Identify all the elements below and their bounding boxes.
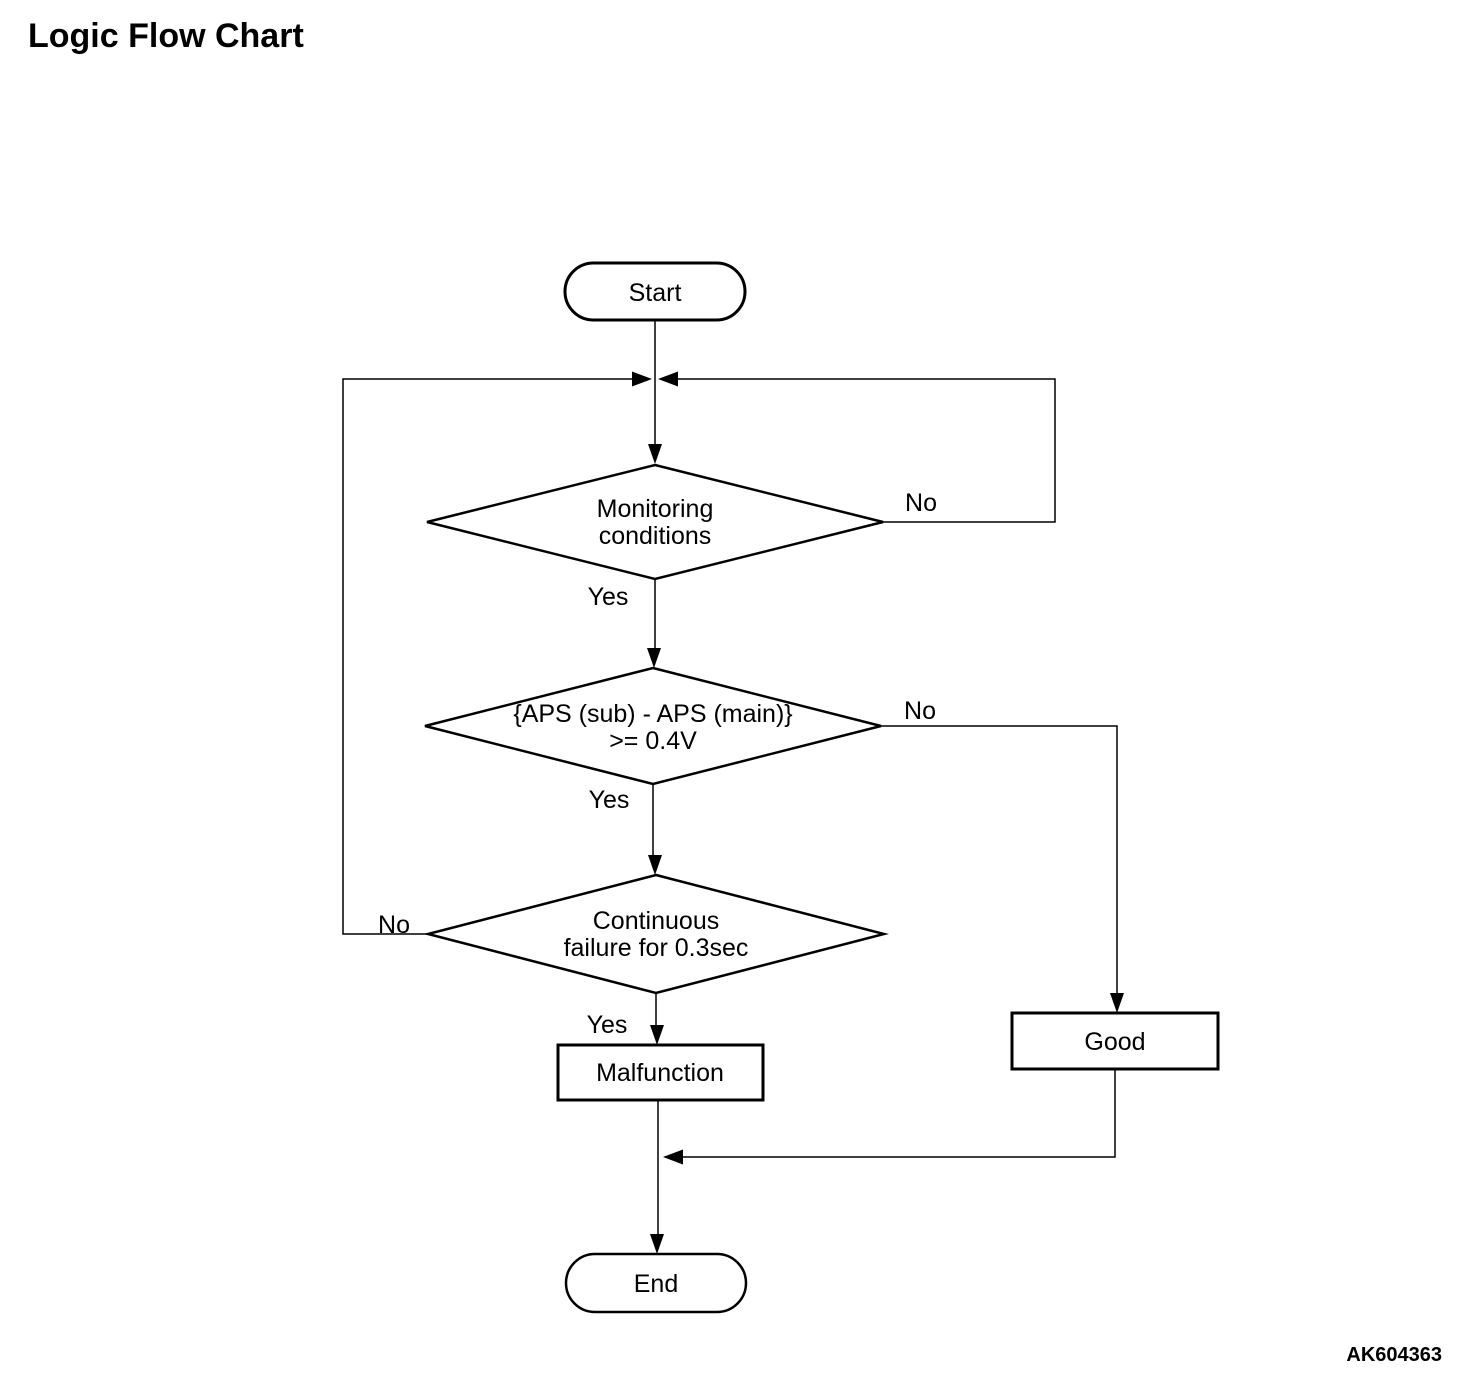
edge-label-continuous-no: No	[378, 911, 410, 939]
edge-continuous-no-loop	[342, 378, 632, 935]
monitoring-label-line2: conditions	[599, 522, 712, 550]
aps-label-line2: >= 0.4V	[609, 727, 697, 755]
edge-label-monitoring-yes: Yes	[588, 583, 629, 611]
arrowhead-merge-left	[632, 371, 652, 387]
edge-label-monitoring-no: No	[905, 489, 937, 517]
arrowhead-into-aps	[647, 648, 661, 668]
edge-label-aps-no: No	[904, 697, 936, 725]
arrowhead-into-continuous	[648, 855, 662, 875]
start-terminator-shape	[563, 261, 747, 322]
node-decision-aps-compare: {APS (sub) - APS (main)} >= 0.4V	[424, 666, 882, 786]
node-end: End	[564, 1252, 748, 1314]
continuous-diamond-shape	[423, 873, 889, 995]
page-title: Logic Flow Chart	[28, 17, 304, 55]
figure-code: AK604363	[1346, 1344, 1442, 1366]
edge-good-to-merge	[683, 1069, 1116, 1158]
node-good: Good	[1010, 1011, 1220, 1071]
aps-label-line1: {APS (sub) - APS (main)}	[513, 700, 792, 728]
node-start: Start	[563, 261, 747, 322]
edge-label-aps-yes: Yes	[589, 786, 630, 814]
arrowhead-into-monitoring	[648, 444, 662, 464]
continuous-label-line2: failure for 0.3sec	[564, 934, 749, 962]
end-terminator-shape	[564, 1252, 748, 1314]
good-box-shape	[1010, 1011, 1220, 1071]
monitoring-diamond-shape	[426, 463, 884, 581]
node-decision-monitoring-conditions: Monitoring conditions	[426, 463, 884, 581]
start-label: Start	[629, 279, 682, 307]
malfunction-label: Malfunction	[596, 1059, 724, 1087]
node-decision-continuous-failure: Continuous failure for 0.3sec	[423, 873, 889, 995]
node-malfunction: Malfunction	[556, 1043, 765, 1102]
arrowhead-into-end	[650, 1234, 664, 1254]
arrowhead-merge-right	[658, 371, 678, 387]
arrowhead-into-good	[1110, 993, 1124, 1013]
arrowhead-good-merge	[663, 1149, 683, 1165]
edge-aps-no	[881, 725, 1118, 993]
monitoring-label-line1: Monitoring	[597, 495, 714, 523]
aps-diamond-shape	[424, 666, 882, 786]
malfunction-box-shape	[556, 1043, 765, 1102]
continuous-label-line1: Continuous	[593, 907, 719, 935]
edge-monitoring-no-loop	[678, 378, 1056, 523]
good-label: Good	[1084, 1028, 1145, 1056]
end-label: End	[634, 1270, 678, 1298]
edge-label-continuous-yes: Yes	[587, 1011, 628, 1039]
arrowhead-into-malfunction	[650, 1025, 664, 1045]
